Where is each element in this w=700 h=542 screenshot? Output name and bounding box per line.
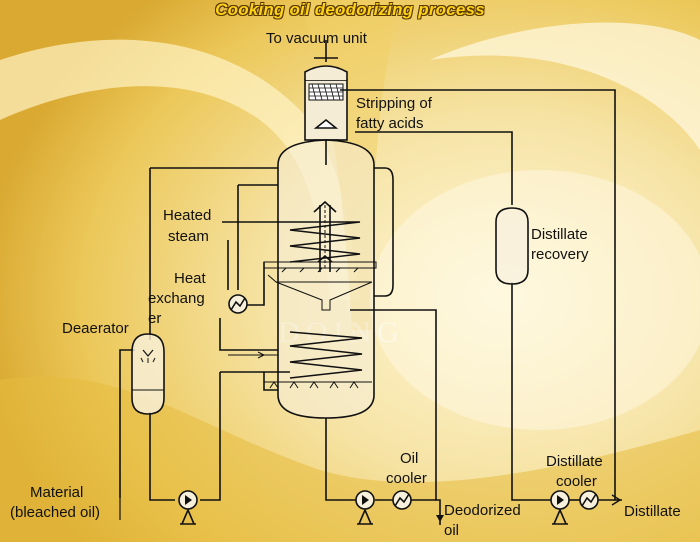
stripping-column: [304, 48, 348, 141]
label-material-1: Material: [30, 484, 84, 501]
label-deaerator: Deaerator: [62, 320, 129, 337]
label-oil-cooler-1: Oil: [400, 450, 419, 467]
label-heated-1: Heated: [163, 207, 212, 224]
deaerator-vessel: [131, 333, 165, 415]
label-distillate-output: Distillate: [624, 503, 681, 520]
label-distillate-cooler-1: Distillate: [546, 453, 603, 470]
label-heat-exchanger-3: er: [148, 310, 162, 327]
label-heat-exchanger-1: Heat: [174, 270, 206, 287]
label-distillate-recovery-2: recovery: [531, 246, 589, 263]
oil-pump: [355, 490, 375, 525]
distillate-cooler-symbol: [579, 490, 599, 510]
label-to-vacuum-unit: To vacuum unit: [266, 30, 367, 47]
distillate-pump: [550, 490, 570, 525]
label-distillate-recovery-1: Distillate: [531, 226, 588, 243]
deodorizer-vessel: [263, 139, 377, 419]
label-stripping-1: Stripping of: [356, 95, 432, 112]
feed-pump: [178, 490, 198, 525]
label-distillate-cooler-2: cooler: [556, 473, 597, 490]
label-heat-exchanger-2: exchang: [148, 290, 205, 307]
label-material-2: (bleached oil): [10, 504, 101, 521]
oil-cooler-symbol: [392, 490, 412, 510]
diagram-title: Cooking oil deodorizing process: [215, 0, 485, 19]
label-oil-cooler-2: cooler: [386, 470, 427, 487]
distillate-recovery-vessel: [495, 207, 529, 285]
label-heated-2: steam: [168, 228, 209, 245]
label-deodorized-oil-1: Deodorized: [444, 502, 521, 519]
label-stripping-2: fatty acids: [356, 115, 424, 132]
label-deodorized-oil-2: oil: [444, 522, 460, 539]
heat-exchanger-symbol: [228, 294, 248, 314]
